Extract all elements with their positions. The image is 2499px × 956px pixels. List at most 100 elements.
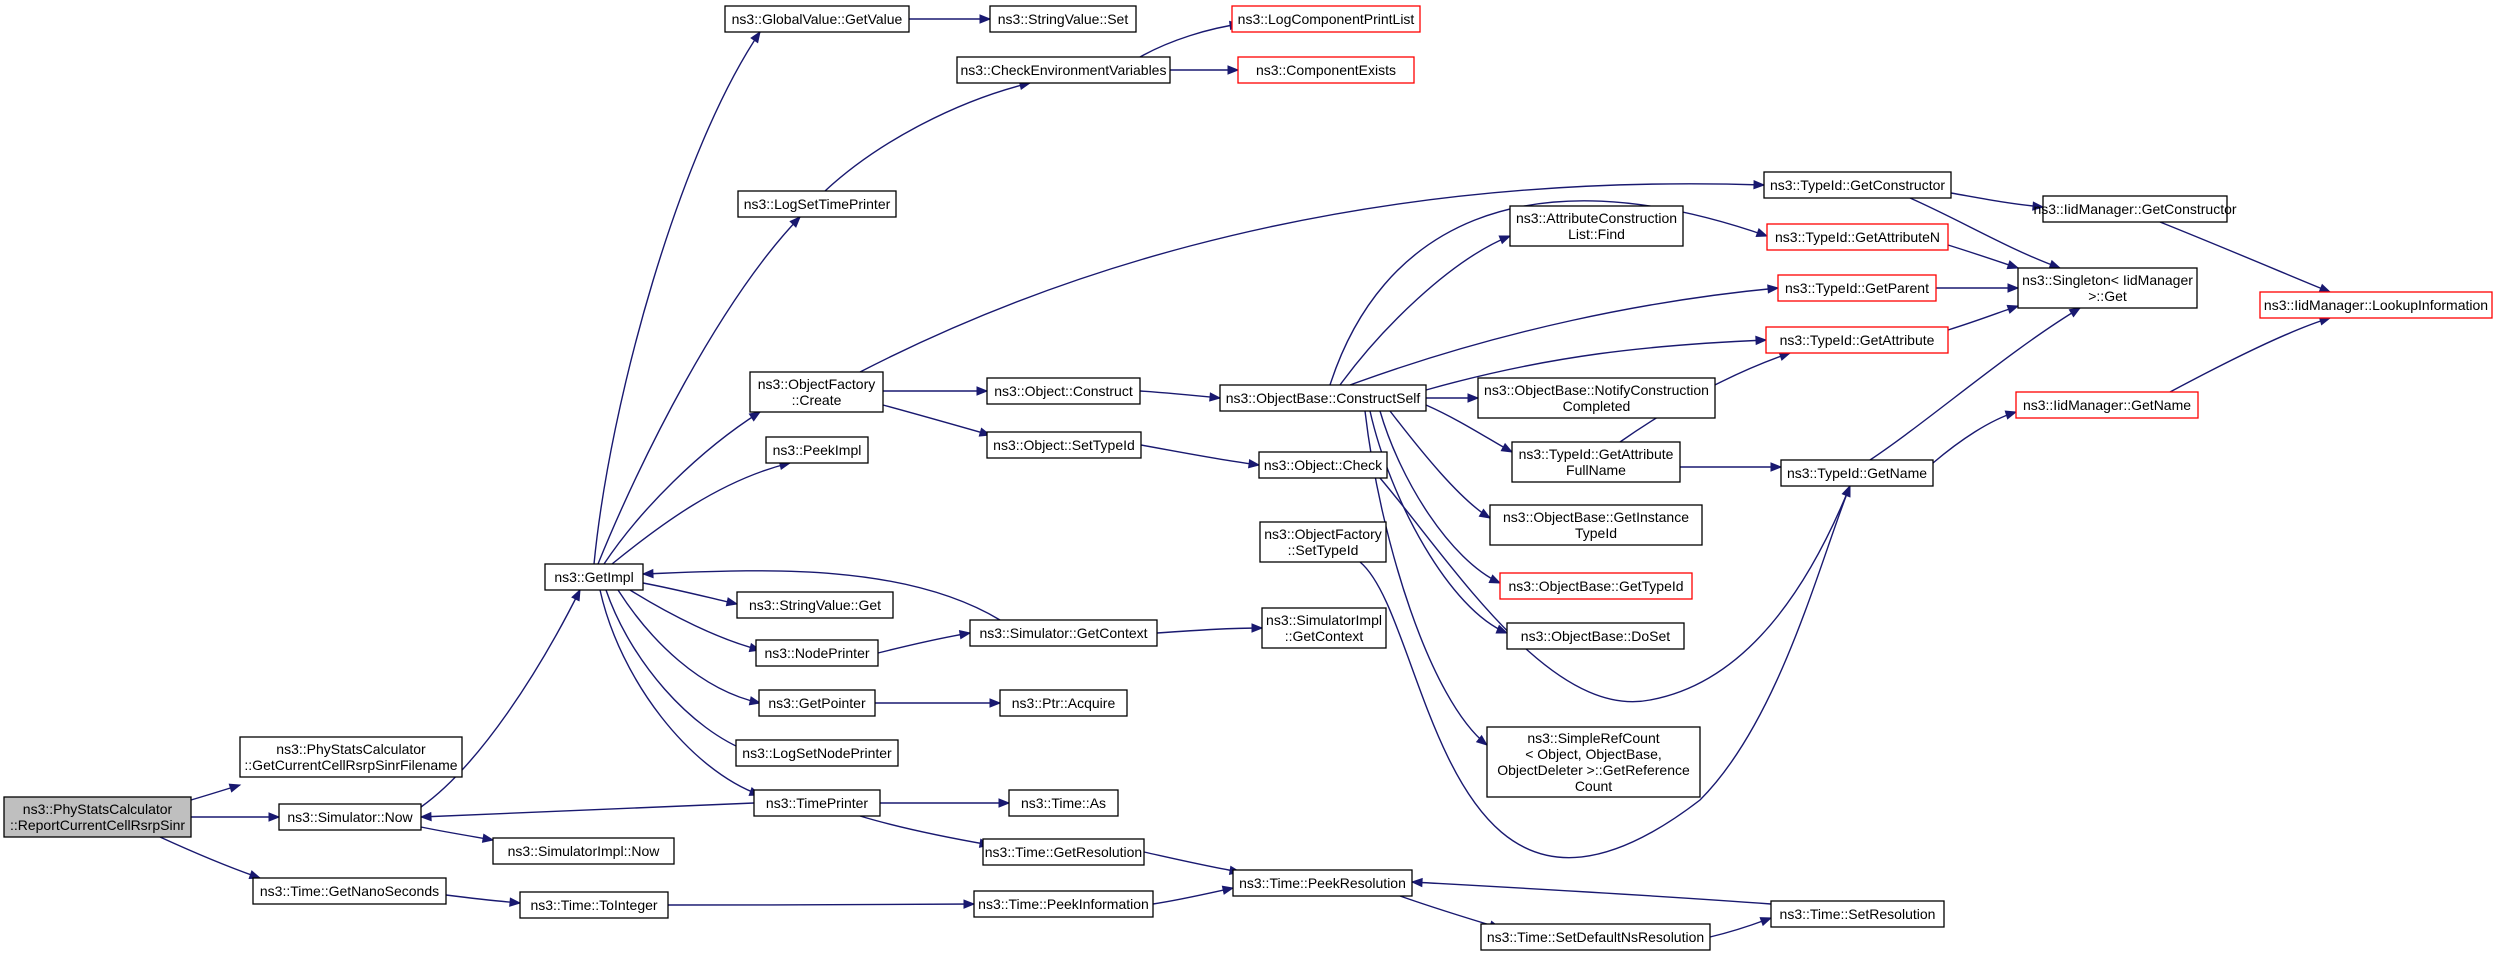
- node-box[interactable]: [1765, 326, 1949, 354]
- node-box[interactable]: [736, 591, 894, 619]
- node-svset[interactable]: ns3::StringValue::Set: [989, 5, 1137, 33]
- node-box[interactable]: [3, 796, 192, 838]
- node-tidgetctor[interactable]: ns3::TypeId::GetConstructor: [1763, 171, 1952, 199]
- node-box[interactable]: [1486, 726, 1701, 798]
- node-ofcreate[interactable]: ns3::ObjectFactory::Create: [749, 371, 884, 413]
- node-box[interactable]: [1261, 607, 1387, 649]
- node-box[interactable]: [239, 736, 463, 778]
- node-box[interactable]: [1763, 171, 1952, 199]
- node-getfile[interactable]: ns3::PhyStatsCalculator::GetCurrentCellR…: [239, 736, 463, 778]
- node-box[interactable]: [999, 689, 1128, 717]
- node-setdefaultns[interactable]: ns3::Time::SetDefaultNsResolution: [1480, 923, 1711, 951]
- node-box[interactable]: [982, 838, 1145, 866]
- node-report[interactable]: ns3::PhyStatsCalculator::ReportCurrentCe…: [3, 796, 192, 838]
- node-box[interactable]: [986, 377, 1141, 405]
- node-timegetres[interactable]: ns3::Time::GetResolution: [982, 838, 1145, 866]
- node-getnano[interactable]: ns3::Time::GetNanoSeconds: [252, 877, 447, 905]
- node-logset[interactable]: ns3::LogSetTimePrinter: [737, 190, 897, 218]
- node-box[interactable]: [1770, 900, 1945, 928]
- node-box[interactable]: [2259, 291, 2493, 319]
- node-box[interactable]: [492, 837, 675, 865]
- node-checkenv[interactable]: ns3::CheckEnvironmentVariables: [956, 56, 1171, 84]
- node-box[interactable]: [278, 803, 422, 831]
- node-box[interactable]: [2015, 391, 2199, 419]
- node-simimplnow[interactable]: ns3::SimulatorImpl::Now: [492, 837, 675, 865]
- node-simimplctx[interactable]: ns3::SimulatorImpl::GetContext: [1261, 607, 1387, 649]
- node-box[interactable]: [1509, 205, 1684, 247]
- node-tointeger[interactable]: ns3::Time::ToInteger: [519, 891, 669, 919]
- node-ofsettid[interactable]: ns3::ObjectFactory::SetTypeId: [1259, 521, 1387, 563]
- node-box[interactable]: [755, 639, 879, 667]
- node-box[interactable]: [1231, 5, 1421, 33]
- node-box[interactable]: [735, 739, 899, 767]
- node-box[interactable]: [1480, 923, 1711, 951]
- node-box[interactable]: [989, 5, 1137, 33]
- node-box[interactable]: [2042, 195, 2228, 223]
- node-svget[interactable]: ns3::StringValue::Get: [736, 591, 894, 619]
- node-simgetctx[interactable]: ns3::Simulator::GetContext: [969, 619, 1158, 647]
- node-logsetnode[interactable]: ns3::LogSetNodePrinter: [735, 739, 899, 767]
- node-gvget[interactable]: ns3::GlobalValue::GetValue: [724, 5, 910, 33]
- node-box[interactable]: [1259, 521, 1387, 563]
- node-box[interactable]: [1506, 622, 1685, 650]
- node-box[interactable]: [724, 5, 910, 33]
- node-simnow[interactable]: ns3::Simulator::Now: [278, 803, 422, 831]
- node-box[interactable]: [1511, 441, 1681, 483]
- node-box[interactable]: [758, 689, 876, 717]
- node-singletonget[interactable]: ns3::Singleton< IidManager>::Get: [2017, 267, 2198, 309]
- node-tidgetattrn[interactable]: ns3::TypeId::GetAttributeN: [1766, 223, 1949, 251]
- node-tidgetparent[interactable]: ns3::TypeId::GetParent: [1777, 274, 1937, 302]
- node-box[interactable]: [519, 891, 669, 919]
- node-box[interactable]: [1477, 377, 1716, 419]
- node-box[interactable]: [973, 890, 1154, 918]
- node-box[interactable]: [969, 619, 1158, 647]
- node-getpointer[interactable]: ns3::GetPointer: [758, 689, 876, 717]
- node-box[interactable]: [252, 877, 447, 905]
- node-box[interactable]: [1008, 789, 1119, 817]
- node-nodeprinter[interactable]: ns3::NodePrinter: [755, 639, 879, 667]
- node-box[interactable]: [1219, 384, 1427, 412]
- node-box[interactable]: [737, 190, 897, 218]
- node-obconstructself[interactable]: ns3::ObjectBase::ConstructSelf: [1219, 384, 1427, 412]
- node-iidgetname[interactable]: ns3::IidManager::GetName: [2015, 391, 2199, 419]
- node-peekinfo[interactable]: ns3::Time::PeekInformation: [973, 890, 1154, 918]
- node-ptracquire[interactable]: ns3::Ptr::Acquire: [999, 689, 1128, 717]
- node-box[interactable]: [956, 56, 1171, 84]
- node-box[interactable]: [2017, 267, 2198, 309]
- node-compexists[interactable]: ns3::ComponentExists: [1237, 56, 1415, 84]
- node-getimpl[interactable]: ns3::GetImpl: [544, 563, 644, 591]
- node-obgettid[interactable]: ns3::ObjectBase::GetTypeId: [1499, 572, 1693, 600]
- node-box[interactable]: [1258, 451, 1388, 479]
- node-timeprinter[interactable]: ns3::TimePrinter: [753, 789, 881, 817]
- node-peekres[interactable]: ns3::Time::PeekResolution: [1232, 869, 1413, 897]
- node-iidgetctor[interactable]: ns3::IidManager::GetConstructor: [2033, 195, 2237, 223]
- node-box[interactable]: [1777, 274, 1937, 302]
- node-box[interactable]: [765, 436, 869, 464]
- node-box[interactable]: [1499, 572, 1693, 600]
- node-obdoset[interactable]: ns3::ObjectBase::DoSet: [1506, 622, 1685, 650]
- node-simplerefcount[interactable]: ns3::SimpleRefCount< Object, ObjectBase,…: [1486, 726, 1701, 798]
- node-tidgetattr[interactable]: ns3::TypeId::GetAttribute: [1765, 326, 1949, 354]
- node-iidlookup[interactable]: ns3::IidManager::LookupInformation: [2259, 291, 2493, 319]
- node-objconstruct[interactable]: ns3::Object::Construct: [986, 377, 1141, 405]
- node-peekimpl[interactable]: ns3::PeekImpl: [765, 436, 869, 464]
- node-box[interactable]: [544, 563, 644, 591]
- node-box[interactable]: [1766, 223, 1949, 251]
- node-objcheck[interactable]: ns3::Object::Check: [1258, 451, 1388, 479]
- node-logcomp[interactable]: ns3::LogComponentPrintList: [1231, 5, 1421, 33]
- node-box[interactable]: [749, 371, 884, 413]
- node-box[interactable]: [1489, 504, 1703, 546]
- node-timeas[interactable]: ns3::Time::As: [1008, 789, 1119, 817]
- node-box[interactable]: [1232, 869, 1413, 897]
- node-box[interactable]: [1780, 459, 1934, 487]
- node-timesetres[interactable]: ns3::Time::SetResolution: [1770, 900, 1945, 928]
- node-box[interactable]: [753, 789, 881, 817]
- node-tidgetname[interactable]: ns3::TypeId::GetName: [1780, 459, 1934, 487]
- node-notifyconstr[interactable]: ns3::ObjectBase::NotifyConstructionCompl…: [1477, 377, 1716, 419]
- node-box[interactable]: [1237, 56, 1415, 84]
- node-box[interactable]: [986, 431, 1142, 459]
- node-objsettid[interactable]: ns3::Object::SetTypeId: [986, 431, 1142, 459]
